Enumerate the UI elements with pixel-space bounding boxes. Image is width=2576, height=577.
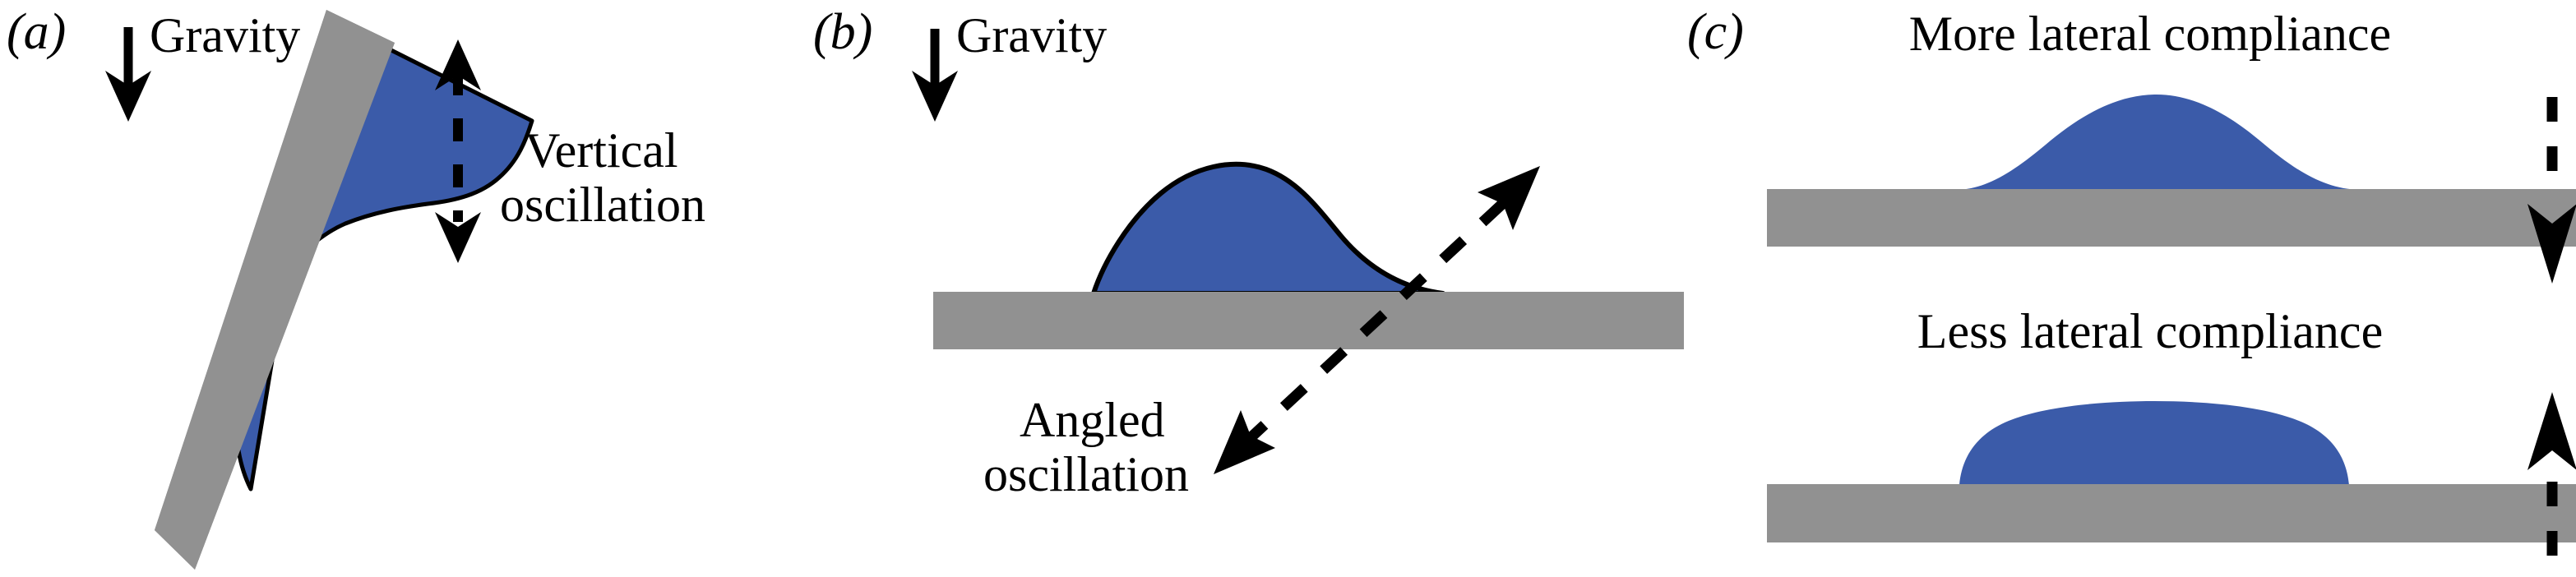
panel-c-bottom-label: Less lateral compliance [1917, 304, 2384, 358]
panel-b-tag: (b) [813, 4, 873, 60]
droplet-c-top [1957, 94, 2360, 190]
panel-a-oscillation-label-line1: Vertical [525, 123, 678, 178]
upward-oscillation-arrow-c-bottom [2527, 392, 2576, 577]
panel-c-top-label: More lateral compliance [1908, 7, 2392, 61]
vertical-oscillation-arrow-a [435, 39, 481, 263]
panel-a-oscillation-label-line2: oscillation [500, 178, 705, 232]
panel-c-tag: (c) [1687, 4, 1744, 60]
droplet-c-bottom [1959, 401, 2349, 485]
substrate-inclined-a-overlay [155, 10, 395, 570]
gravity-arrow-b [912, 29, 958, 122]
panel-b-gravity-label: Gravity [956, 8, 1108, 62]
droplet-b [1091, 161, 1445, 296]
downward-oscillation-arrow-c-top [2527, 97, 2576, 284]
substrate-horizontal-c-top [1767, 189, 2576, 247]
substrate-horizontal-b [933, 292, 1684, 349]
panel-a-gravity-label: Gravity [150, 8, 301, 62]
panel-b-oscillation-label-line2: oscillation [983, 447, 1189, 501]
gravity-arrow-a [105, 27, 151, 122]
panel-b-oscillation-label-line1: Angled [1020, 393, 1165, 447]
angled-oscillation-arrow-b [1214, 166, 1540, 474]
substrate-horizontal-c-bottom [1767, 484, 2576, 542]
panel-a-tag: (a) [7, 4, 67, 60]
